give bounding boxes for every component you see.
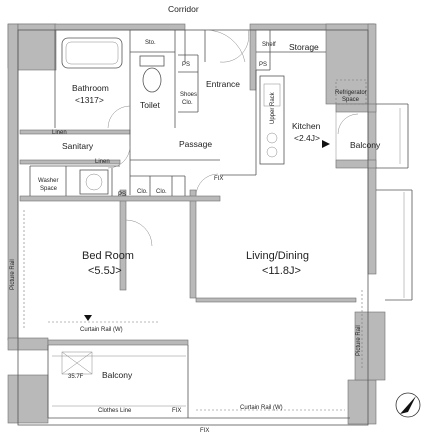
balcony-label: Balcony [102, 370, 133, 380]
picture-rail-left-label: Picture Rail [10, 259, 16, 290]
bed-room-size-label: <5.5J> [88, 265, 122, 277]
linen-label-1: Linen [52, 130, 67, 136]
refrigerator-space-label: Space [342, 97, 360, 103]
living-dining-label: Living/Dining [246, 250, 309, 262]
washer-space-label: Space [40, 186, 58, 192]
structural-walls [7, 23, 386, 425]
picture-rails [23, 210, 363, 370]
outline [17, 29, 413, 426]
sanitary-label: Sanitary [62, 141, 94, 151]
curtain-rail-bedroom-label: Curtain Rail (W) [80, 327, 123, 333]
living-dining-size-label: <11.8J> [262, 265, 301, 277]
refrigerator-space [335, 79, 367, 105]
shoes-clo-label: Clo. [182, 100, 193, 106]
fix-label-bottom: FIX [200, 428, 209, 434]
north-compass-icon [395, 392, 421, 418]
shelf-label: Shelf [262, 42, 276, 48]
bathroom-label: Bathroom [72, 83, 109, 93]
passage-label: Passage [179, 139, 212, 149]
ps-label-3: PS [118, 192, 126, 198]
closet-label-1: Clo. [137, 189, 148, 195]
partitions [29, 30, 337, 418]
curtain-rails [48, 321, 345, 411]
fix-label-top: FIX [214, 176, 223, 182]
bedroom-arrow-icon [84, 315, 92, 321]
shoes-label: Shoes [180, 92, 197, 98]
balcony-rails [52, 351, 186, 407]
linen-label-2: Linen [95, 159, 110, 165]
clothes-line-label: Clothes Line [98, 408, 132, 414]
entry-arrow-icon [322, 140, 330, 148]
kitchen-size-label: <2.4J> [294, 133, 320, 143]
picture-rail-right-label: Picture Rail [356, 325, 362, 356]
ps-label-2: PS [259, 62, 267, 68]
storage-small-label: Sto. [145, 40, 156, 46]
upper-rack-label: Upper Rack [270, 91, 276, 124]
bathroom-size-label: <1317> [75, 95, 104, 105]
closet-label-2: Clo. [156, 189, 167, 195]
bed-room-label: Bed Room [82, 250, 134, 262]
fix-label-balcony: FIX [172, 408, 181, 414]
curtain-rail-living-label: Curtain Rail (W) [240, 405, 283, 411]
washbasin [79, 169, 109, 195]
kitchen-label: Kitchen [292, 121, 321, 131]
refrigerator-label: Refrigerator [335, 90, 367, 96]
bathtub [61, 37, 123, 69]
kitchen-counter [259, 75, 285, 165]
storage-label: Storage [289, 42, 319, 52]
corridor-label: Corridor [168, 4, 199, 14]
side-balcony-label: Balcony [350, 140, 381, 150]
doors [107, 29, 359, 247]
hatch-label: 35.7F [68, 374, 84, 380]
entrance-label: Entrance [206, 79, 240, 89]
washer-label: Washer [38, 178, 58, 184]
ps-label-1: PS [182, 62, 190, 68]
toilet-fixture [139, 55, 165, 93]
toilet-label: Toilet [140, 100, 160, 110]
